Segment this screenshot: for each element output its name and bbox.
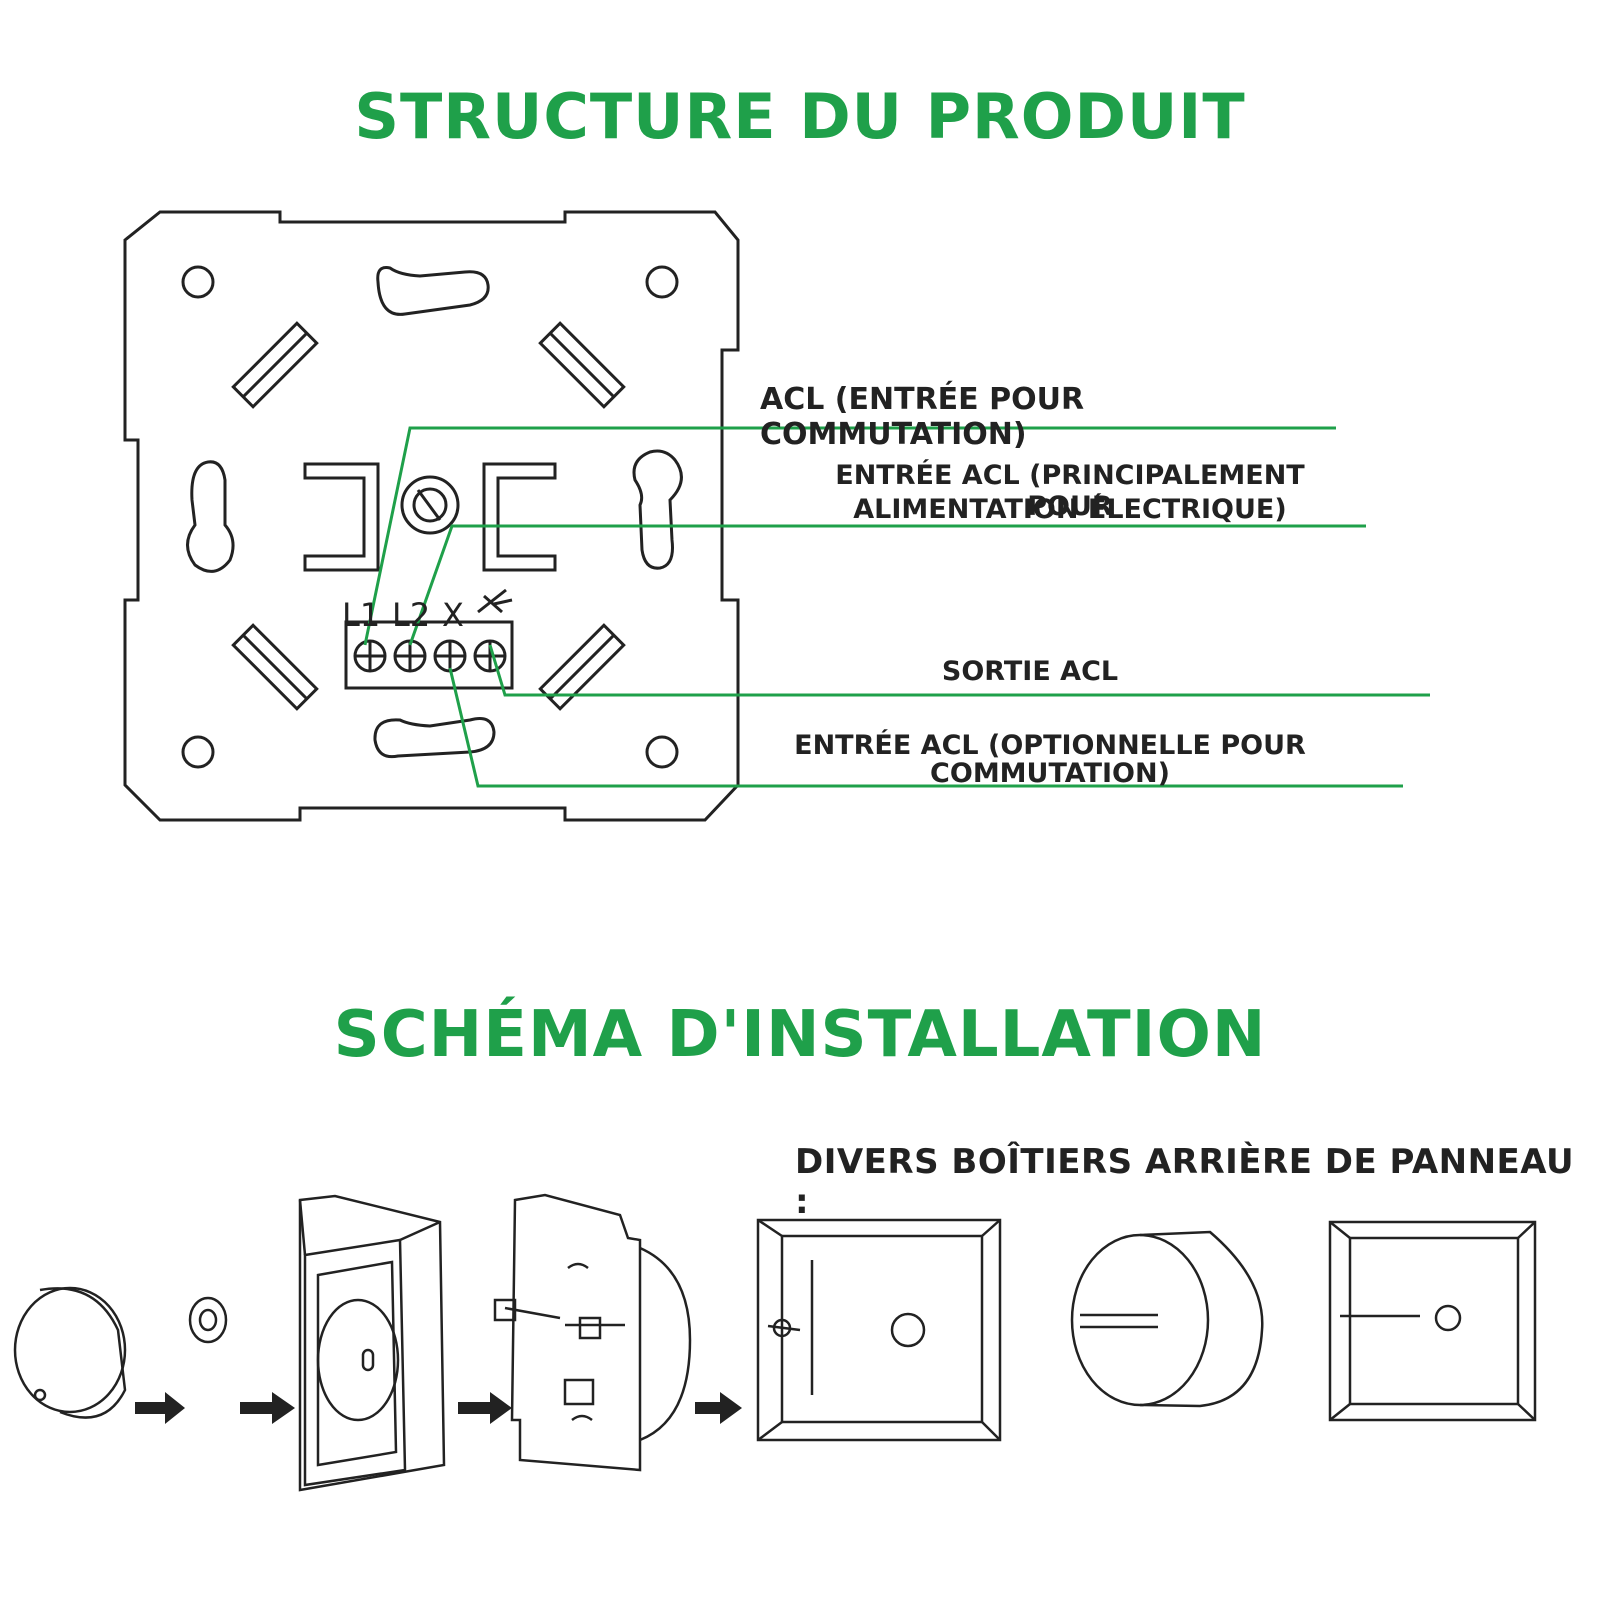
shaft-inner <box>412 487 448 523</box>
mechanism-icon <box>493 1193 692 1472</box>
knob-icon <box>13 1286 127 1419</box>
bracket-left <box>303 462 380 572</box>
installation-title: SCHÉMA D'INSTALLATION <box>333 998 1267 1072</box>
square-box-icon <box>756 1218 1002 1442</box>
arrow-right-icon <box>458 1392 512 1424</box>
slot-bottom <box>373 717 496 759</box>
hole-br <box>645 735 679 769</box>
terminal-x: X <box>442 596 464 634</box>
leader-acl-opt <box>448 667 1403 788</box>
arrow-right-icon <box>240 1392 295 1424</box>
terminal-l1: L1 <box>342 596 381 634</box>
screw-terminals <box>353 639 507 673</box>
back-boxes-label: DIVERS BOÎTIERS ARRIÈRE DE PANNEAU : <box>795 1142 1575 1222</box>
hole-tl <box>181 265 215 299</box>
slot-left <box>186 460 235 573</box>
nut-icon <box>188 1296 228 1344</box>
terminal-l2: L2 <box>392 596 431 634</box>
arrows <box>135 1392 742 1424</box>
ground-symbol-icon <box>477 588 513 614</box>
clip-bl <box>231 623 319 711</box>
round-box-icon <box>1070 1230 1264 1408</box>
leader-acl-switch <box>363 426 1336 646</box>
leader-acl-out <box>488 644 1430 697</box>
clip-br <box>538 623 626 711</box>
leader-acl-main <box>408 524 1366 646</box>
square-box-icon-2 <box>1328 1220 1537 1422</box>
terminal-block <box>344 620 514 690</box>
structure-title: STRUCTURE DU PRODUIT <box>354 80 1246 153</box>
slot-top <box>376 266 490 316</box>
clip-tl <box>231 321 319 409</box>
plate-outline <box>123 210 740 822</box>
label-acl-main-line2: ALIMENTATION ÉLECTRIQUE) <box>853 494 1287 525</box>
bracket-right <box>482 462 557 572</box>
label-acl-switch: ACL (ENTRÉE POUR COMMUTATION) <box>760 382 1085 452</box>
slot-right <box>632 449 683 570</box>
label-acl-out: SORTIE ACL <box>941 656 1119 687</box>
label-acl-main-line1: ENTRÉE ACL (PRINCIPALEMENT POUR <box>835 460 1305 522</box>
label-acl-opt-line2: COMMUTATION) <box>930 758 1170 789</box>
arrow-right-icon <box>135 1392 185 1424</box>
clip-tr <box>538 321 626 409</box>
frame-icon <box>298 1194 446 1492</box>
hole-tr <box>645 265 679 299</box>
shaft-outer <box>400 475 460 535</box>
hole-bl <box>181 735 215 769</box>
arrow-right-icon <box>695 1392 742 1424</box>
label-acl-opt-line1: ENTRÉE ACL (OPTIONNELLE POUR <box>794 730 1306 761</box>
